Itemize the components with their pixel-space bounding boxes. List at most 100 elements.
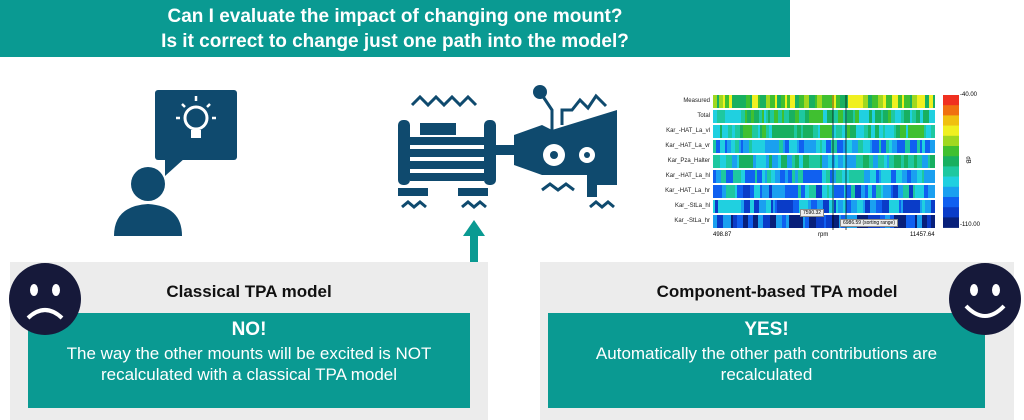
heatmap-cell: [777, 200, 782, 213]
heatmap-cell: [801, 125, 803, 138]
heatmap-row-label: Kar_Pza_Halter: [667, 158, 710, 164]
heatmap-row-label: Total: [697, 113, 710, 119]
title-line-1: Can I evaluate the impact of changing on…: [167, 6, 623, 27]
heatmap-cell: [927, 215, 931, 228]
heatmap-cell: [721, 170, 726, 183]
heatmap-cell: [723, 95, 725, 108]
heatmap-cell: [917, 140, 920, 153]
heatmap-cell: [846, 200, 851, 213]
heatmap-cell: [775, 200, 777, 213]
heatmap-cell: [733, 215, 737, 228]
heatmap-cell: [832, 155, 835, 168]
heatmap-row-label: Measured: [683, 98, 710, 104]
heatmap-cell: [889, 140, 892, 153]
heatmap-cell: [752, 125, 758, 138]
heatmap-cell: [864, 125, 868, 138]
heatmap-cell: [778, 125, 783, 138]
happy-face-icon: [949, 263, 1021, 335]
heatmap-cell: [737, 95, 741, 108]
heatmap-row-label: Kar_-StLa_hl: [674, 203, 710, 209]
heatmap-cell: [875, 125, 879, 138]
heatmap-cell: [898, 185, 903, 198]
component-tpa-text: Automatically the other path contributio…: [595, 344, 938, 384]
heatmap-cell: [759, 110, 762, 123]
heatmap-cell: [930, 170, 935, 183]
heatmap-cell: [882, 200, 885, 213]
heatmap-cell: [762, 170, 765, 183]
heatmap-cell: [903, 185, 909, 198]
heatmap-cell: [829, 185, 834, 198]
heatmap-cell: [793, 200, 799, 213]
heatmap-cell: [869, 155, 873, 168]
heatmap-cell: [931, 215, 935, 228]
heatmap-cell: [827, 110, 833, 123]
heatmap-cell: [924, 185, 928, 198]
heatmap-cell: [799, 110, 805, 123]
heatmap-cell: [869, 110, 872, 123]
heatmap-cell: [933, 95, 935, 108]
heatmap-cell: [891, 170, 896, 183]
color-scale-step: [943, 156, 959, 167]
heatmap-cell: [892, 95, 894, 108]
heatmap-cell: [891, 110, 895, 123]
heatmap-cell: [795, 110, 799, 123]
heatmap-cell: [886, 140, 889, 153]
heatmap-cell: [862, 170, 864, 183]
heatmap-cell: [788, 125, 794, 138]
heatmap-cell: [876, 200, 882, 213]
heatmap-cell: [745, 110, 747, 123]
heatmap-cell: [854, 155, 856, 168]
heatmap-cell: [809, 125, 813, 138]
heatmap-cell: [754, 200, 759, 213]
title-banner: Can I evaluate the impact of changing on…: [0, 0, 790, 57]
heatmap-cell: [858, 155, 861, 168]
heatmap-cell: [830, 170, 832, 183]
heatmap-cell: [793, 215, 799, 228]
heatmap-cell: [857, 170, 862, 183]
heatmap-cell: [729, 140, 731, 153]
heatmap-cell: [857, 95, 863, 108]
heatmap-cell: [778, 110, 782, 123]
heatmap-cell: [749, 125, 752, 138]
heatmap-cell: [883, 95, 886, 108]
heatmap-cell: [920, 200, 922, 213]
heatmap-cell: [789, 110, 795, 123]
heatmap-cell: [823, 200, 829, 213]
heatmap-cell: [809, 155, 815, 168]
heatmap-cell: [750, 95, 752, 108]
x-max-label: 11457.64: [910, 232, 935, 238]
heatmap-cell: [826, 170, 830, 183]
heatmap-cell: [875, 95, 878, 108]
heatmap-cell: [889, 125, 894, 138]
color-scale-step: [943, 146, 959, 157]
heatmap-cell: [782, 215, 786, 228]
heatmap-cell: [771, 170, 775, 183]
heatmap-cell: [879, 140, 881, 153]
heatmap-cell: [747, 110, 751, 123]
heatmap-cell: [765, 185, 769, 198]
heatmap-cell: [863, 155, 869, 168]
heatmap-cell: [750, 200, 754, 213]
heatmap-cell: [863, 200, 865, 213]
heatmap-cell: [826, 140, 831, 153]
heatmap-cell: [818, 125, 820, 138]
heatmap-cell: [831, 140, 837, 153]
heatmap-cell: [722, 185, 726, 198]
heatmap-cell: [788, 170, 792, 183]
heatmap-cell: [929, 110, 935, 123]
heatmap-cell: [815, 95, 817, 108]
heatmap-cell: [788, 200, 793, 213]
heatmap-cell: [804, 140, 807, 153]
heatmap-cell: [879, 125, 883, 138]
heatmap-cell: [820, 140, 822, 153]
heatmap-cell: [851, 95, 857, 108]
heatmap-cell: [814, 140, 816, 153]
heatmap-cell: [741, 110, 745, 123]
heatmap-cell: [785, 95, 787, 108]
heatmap-cell: [746, 95, 750, 108]
heatmap-cell: [878, 95, 883, 108]
heatmap-cell: [872, 95, 875, 108]
heatmap-cell: [718, 200, 721, 213]
heatmap-cell: [716, 170, 721, 183]
heatmap-cell: [856, 155, 858, 168]
